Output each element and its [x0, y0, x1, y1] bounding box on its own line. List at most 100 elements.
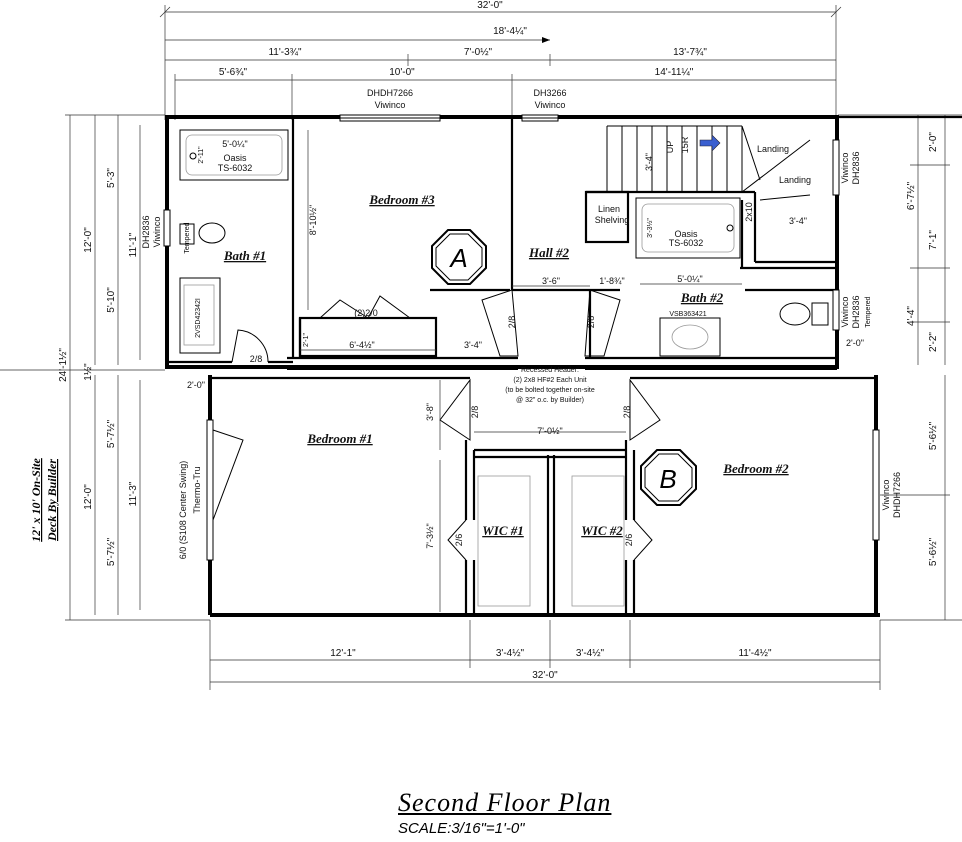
tub1-depth: 2'-11"	[198, 146, 205, 164]
room-bath2: Bath #2	[680, 290, 724, 305]
door-wic1: 2/6	[454, 534, 464, 547]
tub1-brand: Oasis	[223, 153, 247, 163]
dim-top-seg2: 7'-0½"	[464, 47, 493, 58]
dim-left-lower-inner: 11'-3"	[128, 481, 139, 506]
room-shelving: Shelving	[595, 215, 630, 225]
window-2x10: 2x10	[744, 202, 754, 222]
room-labels: Bedroom #3 Bath #1 Hall #2 Bath #2 Bedro…	[223, 192, 789, 538]
dim-left-lower-a: 5'-7½"	[106, 419, 117, 448]
window-top-mid-model: DH3266	[533, 88, 566, 98]
dim-bath2-width: 1'-8¾"	[599, 276, 624, 286]
bed1-offset: 2'-0"	[187, 380, 205, 390]
fixtures: 5'-0¼" Oasis TS-6032 2'-11" 2VSD42342I O…	[179, 129, 829, 357]
unit-b-label: B	[659, 464, 676, 494]
dim-right-4: 4'-4"	[906, 306, 917, 326]
interior-dimensions: 8'-10½" 6'-4½" 2'-1" 3'-6" 3'-4" 1'-8¾" …	[300, 130, 864, 612]
upper-unit-walls	[165, 115, 962, 370]
landing-lower: Landing	[779, 175, 811, 185]
window-right-bath-model: DH2836	[851, 295, 861, 328]
vanity1-label: 2VSD42342I	[195, 298, 202, 338]
dim-left-upper-a: 5'-3"	[106, 168, 117, 188]
dim-top-sub1: 5'-6¾"	[219, 67, 248, 78]
room-wic1: WIC #1	[482, 523, 524, 538]
tub1-model: TS-6032	[218, 163, 253, 173]
dim-bottom-seg4: 11'-4½"	[738, 648, 772, 659]
room-bedroom1: Bedroom #1	[306, 431, 372, 446]
dim-right-3: 7'-1"	[928, 230, 939, 250]
closet-door: (2)2/0	[354, 308, 378, 318]
window-top-left-model: DHDH7266	[367, 88, 413, 98]
dim-top-sub3: 14'-11¼"	[655, 66, 694, 78]
header-note-1: Recessed Header:	[521, 367, 579, 374]
header-note-4: @ 32" o.c. by Builder)	[516, 397, 584, 404]
window-left-tempered: Tempered	[184, 222, 191, 253]
unit-marker-a: A	[431, 229, 487, 285]
dim-hall-door-offset: 3'-4"	[464, 340, 482, 350]
dim-tub2-width: 5'-0¼"	[677, 274, 702, 284]
room-bedroom3: Bedroom #3	[368, 192, 435, 207]
dim-left-lower-b: 5'-7½"	[106, 537, 117, 566]
dim-closet-depth: 2'-1"	[303, 333, 310, 347]
staircase: UP 15R 3'-4" Landing Landing 3'-4" 2x10	[606, 125, 811, 226]
door-hall-left: 2/8	[507, 316, 517, 329]
dim-right-5: 2'-2"	[928, 332, 939, 352]
dim-wic-hall-width: 7'-0½"	[537, 426, 562, 436]
deck-note: 12' x 10' On-Site Deck By Builder	[29, 457, 59, 542]
exterior-door: 6/0 (S108 Center Swing)	[178, 461, 188, 560]
unit-a-label: A	[448, 243, 467, 273]
dim-left-gap: 1½"	[83, 363, 94, 381]
room-linen: Linen	[598, 204, 620, 214]
dim-left-upper-outer: 12'-0"	[83, 227, 94, 253]
window-right-upper-model: DH2836	[851, 151, 861, 184]
stair-up: UP	[665, 141, 675, 154]
doors: 2/8 (2)2/0 2/8 2/8 2/8 2/8 2/6 2/6 6/0 (…	[178, 289, 661, 561]
dim-bottom-seg3: 3'-4½"	[576, 648, 605, 659]
door-hall-right: 2/8	[586, 316, 596, 329]
exterior-door-brand: Thermo-Tru	[192, 466, 202, 513]
dim-top-seg1: 11'-3¾"	[268, 47, 302, 58]
window-right-bed-model: DHDH7266	[892, 472, 902, 518]
bottom-dimensions: 12'-1" 3'-4½" 3'-4½" 11'-4½" 32'-0"	[209, 620, 881, 690]
room-hall2: Hall #2	[528, 245, 570, 260]
landing-width: 3'-4"	[789, 216, 807, 226]
window-right-bath-brand: Viwinco	[840, 297, 850, 328]
dim-bath2-offset: 2'-0"	[846, 338, 864, 348]
window-left-bath-brand: Viwinco	[152, 217, 162, 248]
dim-bottom-seg2: 3'-4½"	[496, 648, 525, 659]
windows: DHDH7266 Viwinco DH3266 Viwinco DH2836 V…	[141, 88, 902, 561]
dim-bed1-depth: 7'-3½"	[425, 523, 435, 548]
door-bath1: 2/8	[250, 354, 263, 364]
dim-left-upper-b: 5'-10"	[106, 287, 117, 313]
room-bath1: Bath #1	[223, 248, 266, 263]
dim-stair-offset: 18'-4¼"	[493, 25, 527, 37]
header-note-3: (to be bolted together on-site	[505, 387, 595, 394]
tub1-width: 5'-0¼"	[222, 139, 247, 149]
dim-left-lower-outer: 12'-0"	[83, 484, 94, 510]
dim-right-6: 5'-6½"	[928, 421, 939, 450]
window-right-bed-brand: Viwinco	[881, 480, 891, 511]
deck-note-line1: 12' x 10' On-Site	[29, 457, 43, 541]
dim-left-upper-inner: 11'-1"	[128, 232, 139, 257]
header-note: Recessed Header: (2) 2x8 HF#2 Each Unit …	[505, 367, 595, 404]
stair-rise: 15R	[680, 136, 690, 153]
stair-depth: 3'-4"	[644, 153, 654, 171]
deck-note-line2: Deck By Builder	[45, 459, 59, 542]
plan-title: Second Floor Plan	[398, 788, 612, 817]
vanity2-label: VSB363421	[669, 311, 706, 318]
door-wic2: 2/6	[624, 534, 634, 547]
header-note-2: (2) 2x8 HF#2 Each Unit	[513, 377, 586, 384]
dim-top-sub2: 10'-0"	[389, 67, 415, 78]
dim-bottom-overall: 32'-0"	[532, 670, 558, 681]
window-right-bath-tempered: Tempered	[865, 296, 872, 327]
dim-hall-width: 3'-6"	[542, 276, 560, 286]
dim-top-seg3: 13'-7¾"	[673, 47, 707, 58]
dim-bottom-seg1: 12'-1"	[330, 648, 356, 659]
door-wic-hall-left: 2/8	[470, 406, 480, 419]
landing-upper: Landing	[757, 144, 789, 154]
dim-closet-width: 6'-4½"	[349, 340, 374, 350]
window-top-mid-brand: Viwinco	[535, 100, 566, 110]
dim-overall-top: 32'-0"	[477, 0, 503, 11]
dim-wic-hall-depth: 3'-8"	[425, 403, 435, 421]
room-bedroom2: Bedroom #2	[722, 461, 789, 476]
